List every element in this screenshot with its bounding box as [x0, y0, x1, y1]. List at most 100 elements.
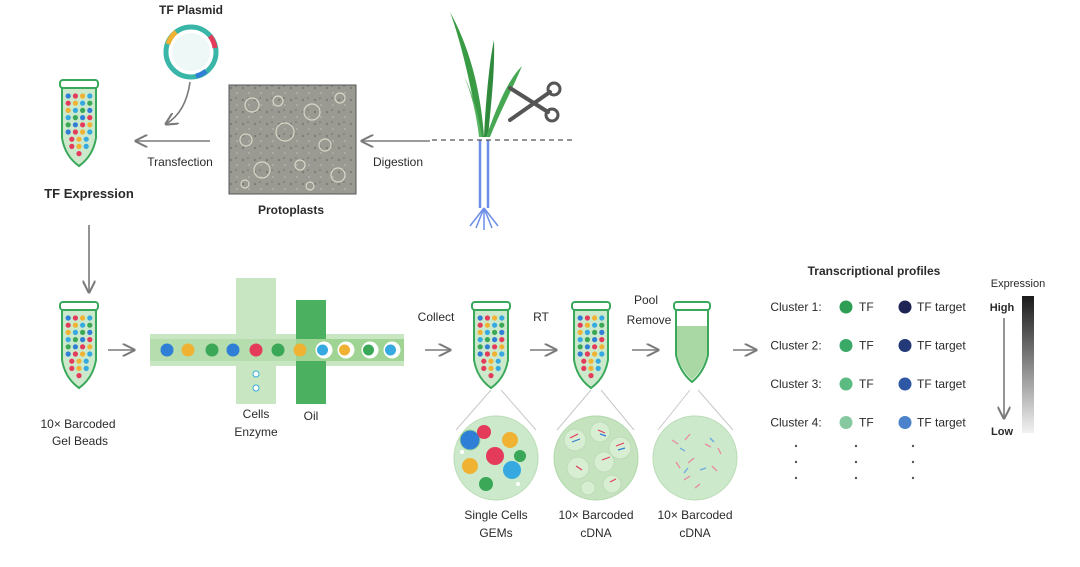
protoplasts-label: Protoplasts [258, 203, 324, 217]
bead [588, 373, 594, 379]
bead [588, 365, 594, 371]
channel-bead [226, 343, 240, 357]
bead [72, 100, 78, 106]
bead [87, 122, 93, 128]
bead [592, 344, 598, 350]
channel-bead [271, 343, 285, 357]
bead [481, 358, 487, 364]
bead [481, 365, 487, 371]
bead [72, 122, 78, 128]
tf-target-label: TF target [917, 377, 966, 391]
bead [499, 329, 505, 335]
droplet-bead [317, 344, 328, 356]
gel-beads-label-line2: Gel Beads [52, 434, 108, 448]
tf-label: TF [859, 416, 874, 430]
bead [72, 93, 78, 99]
tf-target-dot [898, 377, 912, 391]
remove-oil-label: Remove Oil [627, 313, 690, 327]
microfluidic-chip [150, 278, 404, 404]
gel-beads-tube [59, 301, 99, 390]
oil-label: Oil [304, 409, 319, 423]
tf-target-dot [898, 339, 912, 352]
bead [65, 122, 71, 128]
bead [80, 351, 86, 357]
bead [595, 365, 601, 371]
channel-bead [249, 343, 263, 357]
channel-bead [205, 343, 219, 357]
bead [76, 143, 82, 149]
bead [72, 107, 78, 113]
bead [72, 344, 78, 350]
cdna-b-label-line2: cDNA [679, 526, 710, 540]
bead [65, 107, 71, 113]
bead [577, 315, 583, 321]
bead [599, 322, 605, 328]
gems-magnified [453, 389, 539, 501]
bead [599, 337, 605, 343]
bead [72, 315, 78, 321]
cdna-b-label-line1: 10× Barcoded [657, 508, 732, 522]
bead [477, 315, 483, 321]
bead [69, 358, 75, 364]
tf-plasmid-label: TF Plasmid [159, 3, 223, 17]
bead [584, 315, 590, 321]
channel-bead [181, 343, 195, 357]
bead [599, 329, 605, 335]
bead [584, 322, 590, 328]
bead [83, 136, 89, 142]
tf-target-label: TF target [917, 339, 966, 353]
digestion-label: Digestion [373, 155, 423, 169]
bead [76, 373, 82, 379]
bead [484, 322, 490, 328]
bead [76, 151, 82, 157]
continuation-dots [794, 444, 915, 480]
bead [584, 329, 590, 335]
bead [492, 322, 498, 328]
bead [80, 122, 86, 128]
bead [484, 351, 490, 357]
tf-target-label: TF target [917, 300, 966, 314]
bead [577, 322, 583, 328]
bead [599, 351, 605, 357]
bead [584, 344, 590, 350]
bead [592, 329, 598, 335]
bead [76, 136, 82, 142]
bead [80, 322, 86, 328]
bead [80, 129, 86, 135]
droplet-bead [385, 344, 396, 356]
bead [87, 115, 93, 121]
bead [83, 365, 89, 371]
bead [87, 337, 93, 343]
bead [80, 344, 86, 350]
bead [484, 329, 490, 335]
tf-label: TF [859, 377, 874, 391]
bead [87, 129, 93, 135]
scissors-icon [508, 81, 562, 123]
bead [492, 315, 498, 321]
bead [495, 358, 501, 364]
bead [581, 358, 587, 364]
bead [69, 365, 75, 371]
bead [80, 100, 86, 106]
tf-expression-label: TF Expression [44, 186, 134, 201]
bead [577, 351, 583, 357]
bead [69, 136, 75, 142]
bead [477, 337, 483, 343]
cdna-tube [571, 301, 611, 390]
tf-dot [839, 416, 853, 429]
bead [65, 129, 71, 135]
cdna-a-label-line1: 10× Barcoded [558, 508, 633, 522]
bead [72, 129, 78, 135]
cells-label: Cells [243, 407, 270, 421]
bead [577, 329, 583, 335]
bead [599, 315, 605, 321]
bead [592, 337, 598, 343]
bead [477, 329, 483, 335]
high-label: High [990, 302, 1015, 314]
pooled-tube [673, 301, 711, 384]
bead [65, 344, 71, 350]
plasmid-arrow [166, 81, 191, 124]
